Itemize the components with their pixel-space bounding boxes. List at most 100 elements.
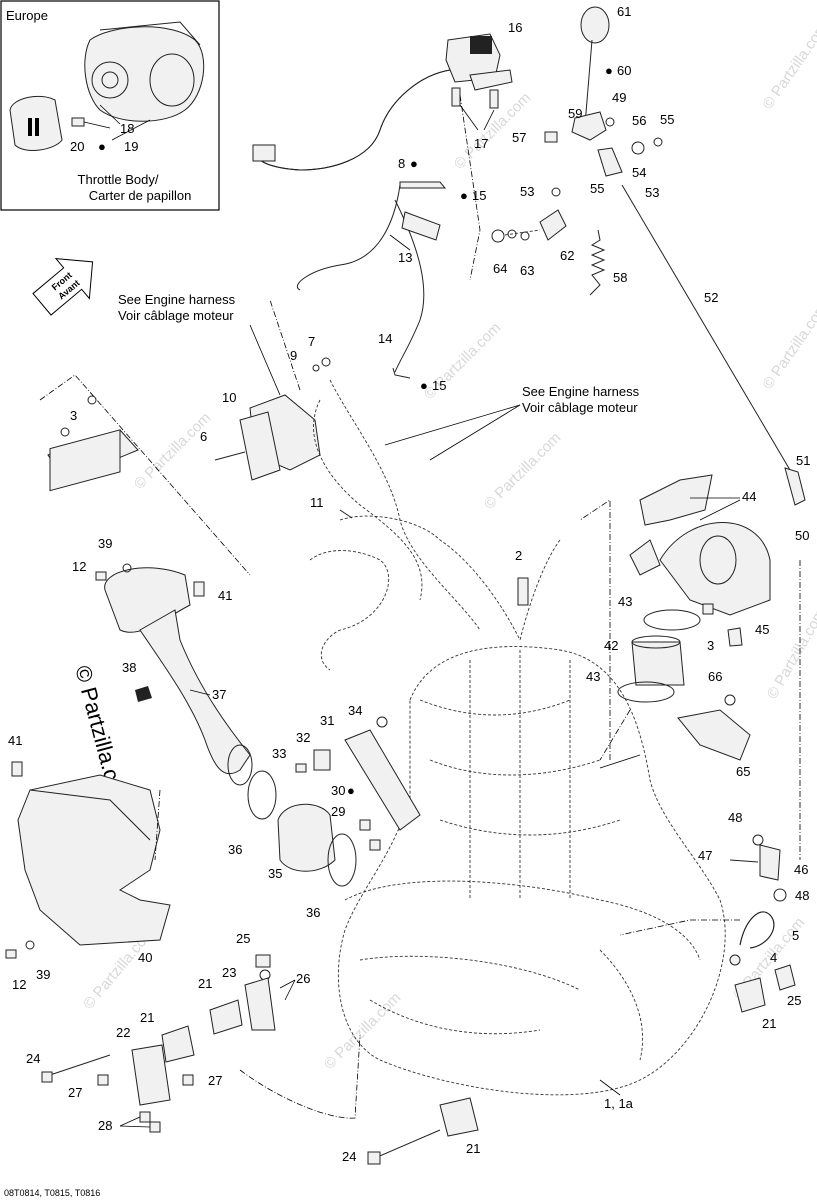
- callout-28: 28: [98, 1118, 112, 1133]
- callout-60: 60: [617, 63, 631, 78]
- callout-9: 9: [290, 348, 297, 363]
- callout-10: 10: [222, 390, 236, 405]
- callout-43-top: 43: [618, 594, 632, 609]
- callout-27-left: 27: [68, 1085, 82, 1100]
- callout-15-top: 15: [472, 188, 486, 203]
- inset-caption-line1: Throttle Body/: [78, 172, 159, 187]
- callout-17: 17: [474, 136, 488, 151]
- oil-drop-icon: ●: [460, 188, 468, 203]
- callout-63: 63: [520, 263, 534, 278]
- callout-16: 16: [508, 20, 522, 35]
- inset-throttle-body: Europe 18 20 ● 19 Throttle Body/ Carter …: [0, 0, 220, 211]
- callout-47: 47: [698, 848, 712, 863]
- callout-39-bottom: 39: [36, 967, 50, 982]
- callout-48-top: 48: [728, 810, 742, 825]
- callout-55-top: 55: [660, 112, 674, 127]
- footer-codes: 08T0814, T0815, T0816: [4, 1188, 100, 1198]
- callout-41-left: 41: [8, 733, 22, 748]
- callout-35: 35: [268, 866, 282, 881]
- callout-49: 49: [612, 90, 626, 105]
- callout-43-bottom: 43: [586, 669, 600, 684]
- inset-region-label: Europe: [6, 8, 48, 23]
- oil-drop-icon: ●: [420, 378, 428, 393]
- oil-drop-icon: ●: [98, 139, 106, 154]
- callout-21-mid: 21: [140, 1010, 154, 1025]
- callout-55-mid: 55: [590, 181, 604, 196]
- callout-56: 56: [632, 113, 646, 128]
- callout-15-lower: 15: [432, 378, 446, 393]
- callout-41-top: 41: [218, 588, 232, 603]
- callout-61: 61: [617, 4, 631, 19]
- oil-drop-icon: ●: [605, 63, 613, 78]
- callout-12-top: 12: [72, 559, 86, 574]
- callout-21-bottom: 21: [466, 1141, 480, 1156]
- callout-53-right: 53: [645, 185, 659, 200]
- callout-39-top: 39: [98, 536, 112, 551]
- callout-11: 11: [310, 495, 324, 510]
- callout-26: 26: [296, 971, 310, 986]
- callout-54: 54: [632, 165, 646, 180]
- callout-29: 29: [331, 804, 345, 819]
- callout-3-right: 3: [707, 638, 714, 653]
- callout-38: 38: [122, 660, 136, 675]
- callout-66: 66: [708, 669, 722, 684]
- callout-32: 32: [296, 730, 310, 745]
- callout-7: 7: [308, 334, 315, 349]
- watermark-text: © Partzilla.com: [759, 300, 817, 393]
- callout-42: 42: [604, 638, 618, 653]
- engine-harness-note-2-line1: See Engine harness: [522, 384, 640, 399]
- callout-13: 13: [398, 250, 412, 265]
- engine-harness-note-1-line1: See Engine harness: [118, 292, 236, 307]
- callout-3-left: 3: [70, 408, 77, 423]
- callout-25-left: 25: [236, 931, 250, 946]
- callout-33: 33: [272, 746, 286, 761]
- callout-58: 58: [613, 270, 627, 285]
- callout-40: 40: [138, 950, 152, 965]
- callout-46: 46: [794, 862, 808, 877]
- callout-44: 44: [742, 489, 756, 504]
- front-arrow-icon: Front Avant: [32, 258, 94, 316]
- callout-24-left: 24: [26, 1051, 40, 1066]
- callout-2: 2: [515, 548, 522, 563]
- callout-37: 37: [212, 687, 226, 702]
- callout-27-right: 27: [208, 1073, 222, 1088]
- callout-12-bottom: 12: [12, 977, 26, 992]
- callout-5: 5: [792, 928, 799, 943]
- callout-21-mid-upper: 21: [198, 976, 212, 991]
- callout-50: 50: [795, 528, 809, 543]
- callout-25-right: 25: [787, 993, 801, 1008]
- callout-19: 19: [124, 139, 138, 154]
- callout-64: 64: [493, 261, 507, 276]
- callout-23: 23: [222, 965, 236, 980]
- watermark-text: © Partzilla.com: [481, 429, 564, 512]
- callout-36-left: 36: [228, 842, 242, 857]
- callout-6: 6: [200, 429, 207, 444]
- callout-51: 51: [796, 453, 810, 468]
- callout-45: 45: [755, 622, 769, 637]
- callout-14: 14: [378, 331, 392, 346]
- callout-1-1a: 1, 1a: [604, 1096, 634, 1111]
- watermark-text: © Partzilla.com: [321, 989, 404, 1072]
- callout-59: 59: [568, 106, 582, 121]
- oil-drop-icon: ●: [410, 156, 418, 171]
- callout-22: 22: [116, 1025, 130, 1040]
- callout-57: 57: [512, 130, 526, 145]
- engine-harness-note-2-line2: Voir câblage moteur: [522, 400, 638, 415]
- callout-20: 20: [70, 139, 84, 154]
- callout-36-right: 36: [306, 905, 320, 920]
- watermark-text: © Partzilla.com: [131, 409, 214, 492]
- callout-8: 8: [398, 156, 405, 171]
- watermark-text: © Partzilla.com: [759, 20, 817, 113]
- callout-34: 34: [348, 703, 362, 718]
- engine-harness-note-1-line2: Voir câblage moteur: [118, 308, 234, 323]
- watermark-text: © Partzilla.com: [764, 606, 817, 702]
- callout-4: 4: [770, 950, 777, 965]
- oil-drop-icon: ●: [347, 783, 355, 798]
- callout-18: 18: [120, 121, 134, 136]
- callout-52: 52: [704, 290, 718, 305]
- callout-62: 62: [560, 248, 574, 263]
- callout-53-left: 53: [520, 184, 534, 199]
- callout-65: 65: [736, 764, 750, 779]
- callout-31: 31: [320, 713, 334, 728]
